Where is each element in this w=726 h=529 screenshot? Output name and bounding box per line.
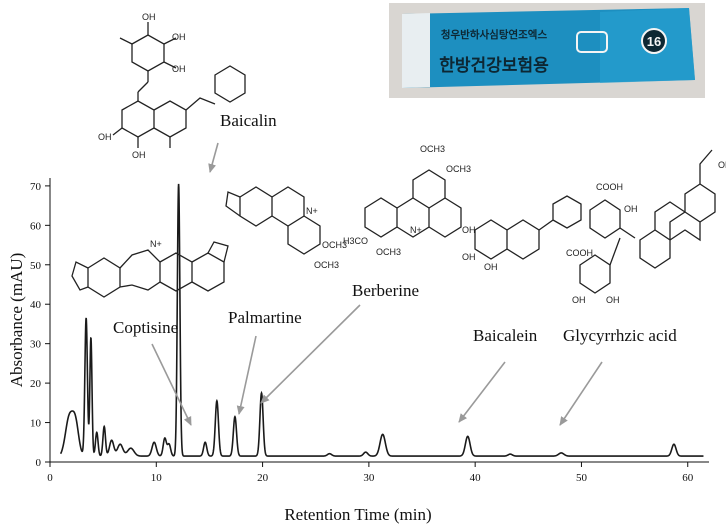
y-axis-ticks: 0 10 20 30 40 50 60 70	[30, 181, 50, 469]
baicalin-oh-3: OH	[172, 64, 186, 74]
baicalein-structure	[474, 195, 582, 260]
baicalin-oh-4: OH	[132, 150, 146, 160]
y-tick-label: 10	[30, 418, 42, 430]
berberine-structure	[364, 169, 462, 238]
y-tick-label: 70	[30, 181, 42, 193]
arrow-coptisine	[151, 343, 192, 426]
x-tick-label: 20	[257, 472, 269, 484]
x-tick-label: 40	[470, 472, 482, 484]
berberine-och3-2: OCH3	[446, 164, 471, 174]
x-tick-label: 0	[47, 472, 53, 484]
palmartine-och3-1: OCH3	[322, 240, 347, 250]
chromatogram-trace	[59, 183, 704, 457]
palmartine-structure	[225, 186, 321, 255]
y-tick-label: 60	[30, 220, 42, 232]
berberine-och3-3: OCH3	[376, 247, 401, 257]
pointer-arrows	[151, 142, 603, 426]
baicalein-oh-3: OH	[484, 262, 498, 272]
berberine-h3co: H3CO	[343, 236, 368, 246]
baicalin-oh-5: OH	[98, 132, 112, 142]
y-tick-label: 40	[30, 299, 42, 311]
y-tick-label: 20	[30, 378, 42, 390]
palmartine-n-plus: N+	[306, 206, 318, 216]
baicalin-oh-2: OH	[172, 32, 186, 42]
coptisine-n-plus: N+	[150, 239, 162, 249]
axes: 0 10 20 30 40 50 60 0 10 20 30 40 50 60 70	[30, 178, 709, 484]
y-tick-label: 0	[36, 457, 42, 469]
product-package-photo: 16 청우반하사심탕연조엑스 한방건강보험용	[389, 3, 705, 98]
x-tick-label: 10	[151, 472, 163, 484]
coptisine-structure	[71, 241, 229, 298]
compound-label-palmartine: Palmartine	[228, 308, 302, 327]
baicalein-oh-1: OH	[462, 225, 476, 235]
arrow-baicalein	[458, 361, 506, 423]
package-number: 16	[647, 34, 661, 49]
glycyrrhizic-cooh-2: COOH	[566, 248, 593, 258]
arrow-palmartine	[236, 335, 257, 415]
x-axis-ticks: 0 10 20 30 40 50 60	[47, 462, 694, 484]
glycyrrhizic-acid-structure	[579, 149, 716, 294]
package-product-name: 청우반하사심탕연조엑스	[441, 28, 548, 41]
arrow-baicalin	[208, 142, 219, 173]
arrow-berberine	[260, 304, 361, 404]
baicalin-oh-1: OH	[142, 12, 156, 22]
berberine-n-plus: N+	[410, 225, 422, 235]
package-number-badge	[641, 28, 667, 54]
y-tick-label: 50	[30, 260, 42, 272]
berberine-och3-1: OCH3	[420, 144, 445, 154]
glycyrrhizic-cooh-1: COOH	[596, 182, 623, 192]
x-tick-label: 50	[576, 472, 588, 484]
x-tick-label: 30	[363, 472, 375, 484]
x-axis-title: Retention Time (min)	[284, 505, 431, 524]
package-main-text: 한방건강보험용	[439, 55, 549, 76]
compound-label-baicalin: Baicalin	[220, 111, 277, 130]
baicalein-oh-2: OH	[462, 252, 476, 262]
y-tick-label: 30	[30, 339, 42, 351]
compound-label-baicalein: Baicalein	[473, 326, 538, 345]
compound-label-coptisine: Coptisine	[113, 318, 178, 337]
palmartine-och3-2: OCH3	[314, 260, 339, 270]
glycyrrhizic-oh-4: OH	[624, 204, 638, 214]
baicalin-structure	[112, 22, 246, 148]
y-axis-title: Absorbance (mAU)	[7, 253, 26, 388]
glycyrrhizic-oh-3: OH	[606, 295, 620, 305]
compound-label-berberine: Berberine	[352, 281, 419, 300]
arrow-glycyrrhizic-acid	[559, 361, 603, 426]
glycyrrhizic-oh-1: OH	[718, 160, 726, 170]
x-tick-label: 60	[682, 472, 694, 484]
compound-label-glycyrrhizic-acid: Glycyrrhzic acid	[563, 326, 677, 345]
glycyrrhizic-oh-2: OH	[572, 295, 586, 305]
